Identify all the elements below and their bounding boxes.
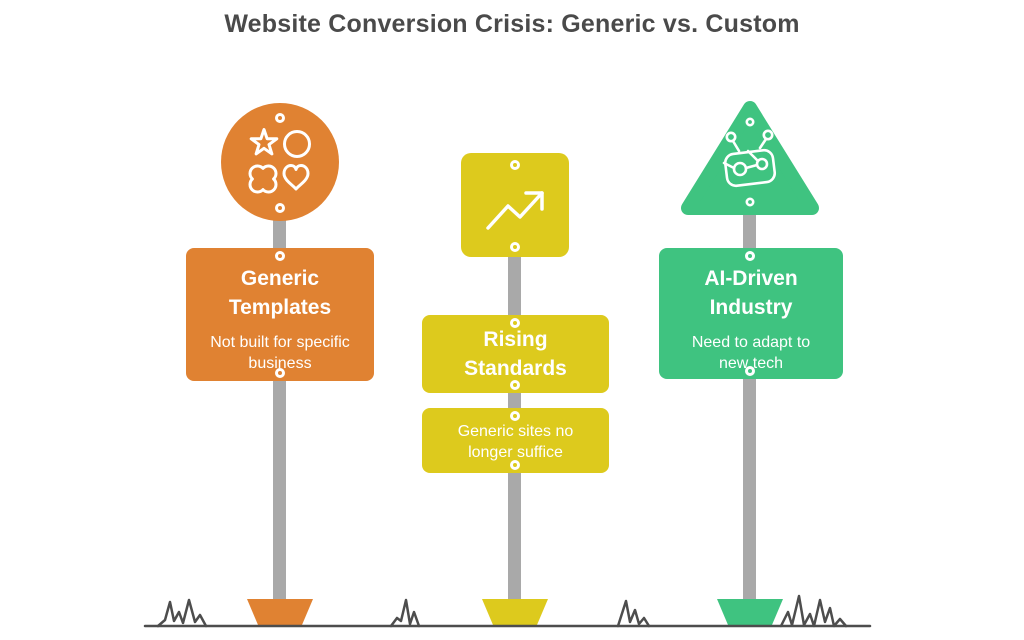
screw-icon <box>510 380 520 390</box>
screw-icon <box>745 197 755 207</box>
panel-heading: Rising Standards <box>464 328 567 381</box>
grass-tuft <box>389 598 421 628</box>
grass-tuft <box>779 594 848 628</box>
square-sign-rising-standards <box>461 153 569 257</box>
signpost-base <box>717 599 783 627</box>
signpost-base <box>247 599 313 627</box>
screw-icon <box>510 160 520 170</box>
screw-icon <box>275 203 285 213</box>
ground-and-grass <box>0 585 1024 640</box>
screw-icon <box>510 242 520 252</box>
panel-ai-driven: AI-Driven Industry Need to adapt to new … <box>659 248 843 379</box>
screw-icon <box>745 366 755 376</box>
panel-heading: AI-Driven Industry <box>704 267 798 320</box>
panel-subtext: Need to adapt to new tech <box>691 333 811 372</box>
screw-icon <box>275 368 285 378</box>
screw-icon <box>275 251 285 261</box>
circle-sign-generic-templates <box>221 103 339 221</box>
panel-subtext: Generic sites no longer suffice <box>457 423 574 461</box>
panel-subtext: Not built for specific business <box>210 333 350 372</box>
robot-icon <box>722 129 777 188</box>
screw-icon <box>745 117 755 127</box>
screw-icon <box>510 318 520 328</box>
page-title: Website Conversion Crisis: Generic vs. C… <box>224 10 800 38</box>
grass-tuft <box>616 599 651 628</box>
signpost-base <box>482 599 548 627</box>
triangle-sign-ai-driven <box>676 96 824 220</box>
panel-heading: Generic Templates <box>228 267 332 320</box>
grass-tuft <box>156 598 208 628</box>
screw-icon <box>275 113 285 123</box>
shapes-icon <box>240 122 320 202</box>
screw-icon <box>745 251 755 261</box>
panel-generic-templates: Generic Templates Not built for specific… <box>186 248 374 381</box>
screw-icon <box>510 460 520 470</box>
screw-icon <box>510 411 520 421</box>
trending-up-icon <box>461 153 569 257</box>
